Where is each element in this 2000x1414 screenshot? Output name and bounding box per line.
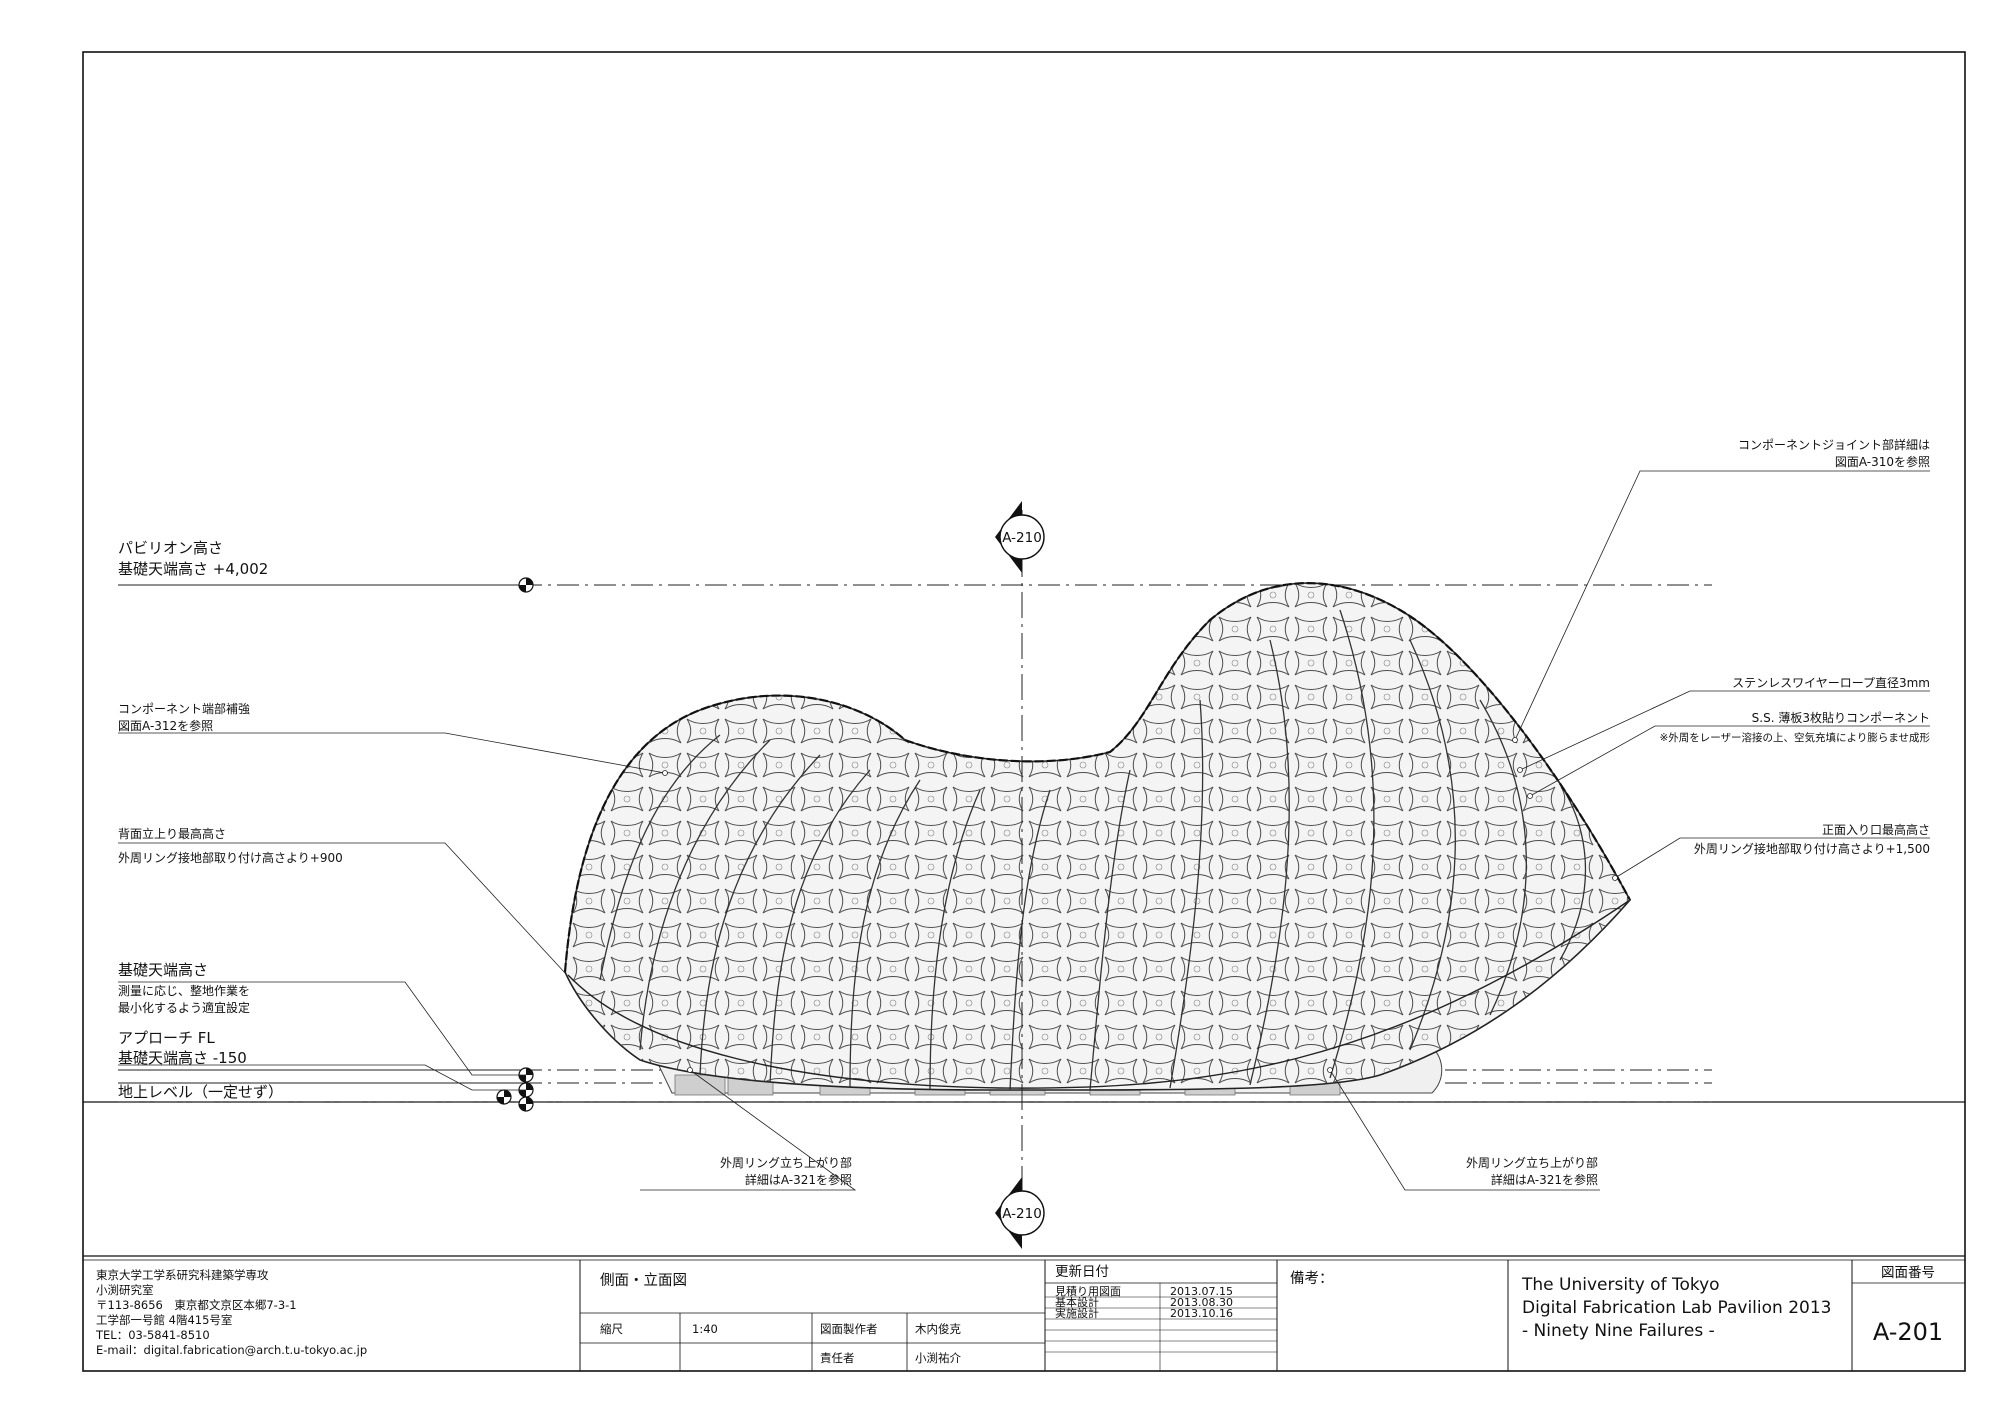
ground-level-label: 地上レベル（一定せず） [118,1083,283,1101]
drafter-label: 図面製作者 [820,1322,878,1336]
rear-rise-line2: 外周リング接地部取り付け高さより+900 [118,850,343,865]
revisions-label: 更新日付 [1055,1264,1109,1280]
rear-rise-line1: 背面立上り最高高さ [118,826,226,841]
remarks-label: 備考： [1290,1270,1334,1287]
level-marker-icons [496,577,534,1112]
component-end-line1: コンポーネント端部補強 [118,701,250,716]
revision-name-2: 基本設計 [1055,1295,1099,1309]
wire-rope-label: ステンレスワイヤーロープ直径3mm [1732,676,1930,690]
joint-detail-line2: 図面A-310を参照 [1835,454,1930,469]
drawing-number-label: 図面番号 [1881,1265,1935,1281]
leader-dots [662,737,1618,1073]
ss-component-line1: S.S. 薄板3枚貼りコンポーネント [1752,710,1930,725]
scale-value: 1:40 [692,1322,718,1336]
title-block [579,1260,1965,1371]
manager-label: 責任者 [820,1351,855,1365]
component-end-line2: 図面A-312を参照 [118,718,213,733]
drawing-title: 側面・立面図 [600,1272,687,1289]
project-line2: Digital Fabrication Lab Pavilion 2013 [1522,1298,1831,1318]
ring-left-line1: 外周リング立ち上がり部 [720,1155,852,1170]
section-label-top: A-210 [1002,530,1042,546]
revision-date-2: 2013.08.30 [1170,1296,1233,1309]
section-marker-bottom-icon [995,1177,1045,1249]
pavilion-height-line2: 基礎天端高さ +4,002 [118,560,268,578]
drafter-name: 木内俊克 [915,1322,961,1336]
office-line4: 工学部一号館 4階415号室 [96,1313,232,1327]
office-line5: TEL：03-5841-8510 [95,1328,210,1342]
project-line3: - Ninety Nine Failures - [1522,1321,1715,1341]
scale-label: 縮尺 [600,1322,623,1336]
ring-left-line2: 詳細はA-321を参照 [745,1172,852,1187]
drawing-number: A-201 [1873,1318,1943,1346]
pavilion-height-line1: パビリオン高さ [118,539,223,557]
approach-line2: 基礎天端高さ -150 [118,1049,247,1067]
office-line3: 〒113-8656 東京都文京区本郷7-3-1 [96,1298,297,1312]
sheet-border [82,51,1966,1372]
office-line6: E-mail：digital.fabrication@arch.t.u-toky… [96,1343,367,1357]
front-entry-line2: 外周リング接地部取り付け高さより+1,500 [1694,841,1930,856]
approach-line1: アプローチ FL [118,1029,215,1047]
foundation-top-line3: 最小化するよう適宜設定 [118,1000,250,1015]
office-line2: 小渕研究室 [96,1283,154,1297]
manager-name: 小渕祐介 [915,1351,961,1365]
project-line1: The University of Tokyo [1521,1275,1720,1295]
pavilion-shell [563,582,1631,1091]
front-entry-line1: 正面入り口最高高さ [1822,822,1930,837]
ss-component-line2: ※外周をレーザー溶接の上、空気充填により膨らませ成形 [1659,731,1930,744]
revision-name-1: 見積り用図面 [1055,1284,1121,1298]
section-label-bottom: A-210 [1002,1206,1042,1222]
foundation-top-line1: 基礎天端高さ [118,961,208,979]
foundation-top-line2: 測量に応じ、整地作業を [118,983,250,998]
ring-right-line1: 外周リング立ち上がり部 [1466,1155,1598,1170]
revision-date-1: 2013.07.15 [1170,1285,1233,1298]
office-line1: 東京大学工学系研究科建築学専攻 [96,1268,269,1282]
revision-date-3: 2013.10.16 [1170,1307,1233,1320]
joint-detail-line1: コンポーネントジョイント部詳細は [1738,437,1930,452]
section-marker-top-icon [995,501,1045,573]
ring-right-line2: 詳細はA-321を参照 [1491,1172,1598,1187]
revision-name-3: 実施設計 [1055,1306,1099,1320]
leader-lines [118,470,1930,1191]
